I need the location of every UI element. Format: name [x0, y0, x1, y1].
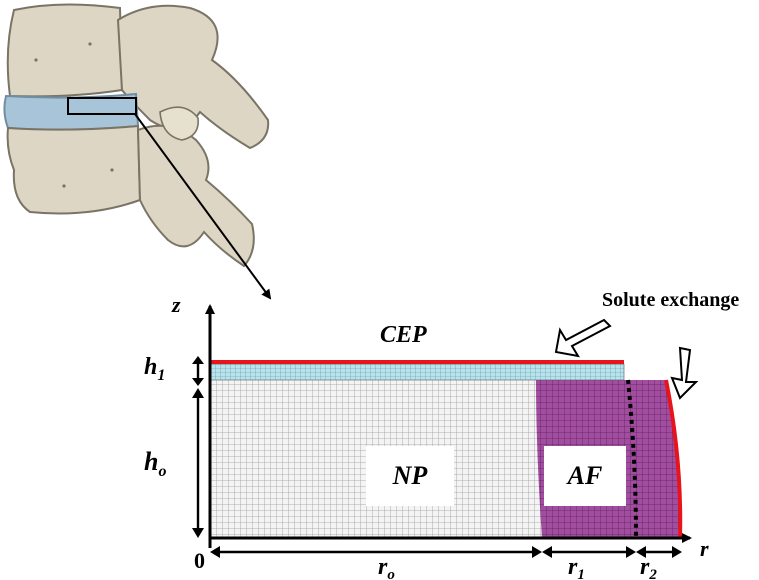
np-label-box	[366, 446, 454, 506]
upper-vertebral-body	[6, 3, 124, 98]
r2-label: r2	[640, 554, 657, 580]
solute-arrow-top	[554, 318, 612, 358]
z-axis-label: z	[171, 292, 181, 317]
r1-dotted-separator	[626, 379, 638, 539]
solute-arrow-side	[670, 346, 699, 400]
ho-label: ho	[144, 447, 166, 480]
af-label-box	[544, 446, 626, 506]
h1-label: h1	[144, 354, 165, 384]
cep-mesh-layer	[209, 363, 625, 381]
mesh-model: NP AF	[209, 360, 683, 539]
zoom-leader-arrow	[134, 113, 272, 300]
intervertebral-disc	[3, 92, 140, 131]
origin-label: 0	[194, 548, 205, 573]
selection-box	[67, 97, 137, 115]
cep-label: CEP	[380, 322, 427, 348]
solute-exchange-label: Solute exchange	[602, 289, 739, 311]
r-axis-label: r	[700, 536, 709, 561]
dimension-arrows: h1 ho ro r1 r2	[144, 354, 682, 580]
af-boundary-red	[664, 379, 683, 539]
r1-label: r1	[568, 554, 585, 580]
af-label: AF	[566, 461, 603, 490]
np-label: NP	[392, 461, 429, 490]
ro-label: ro	[378, 554, 395, 580]
lower-vertebral-body	[6, 124, 142, 215]
upper-posterior-process	[116, 4, 270, 150]
axes: z r 0	[171, 292, 709, 573]
facet-joint	[159, 106, 199, 141]
vertebra-illustration	[3, 3, 270, 268]
